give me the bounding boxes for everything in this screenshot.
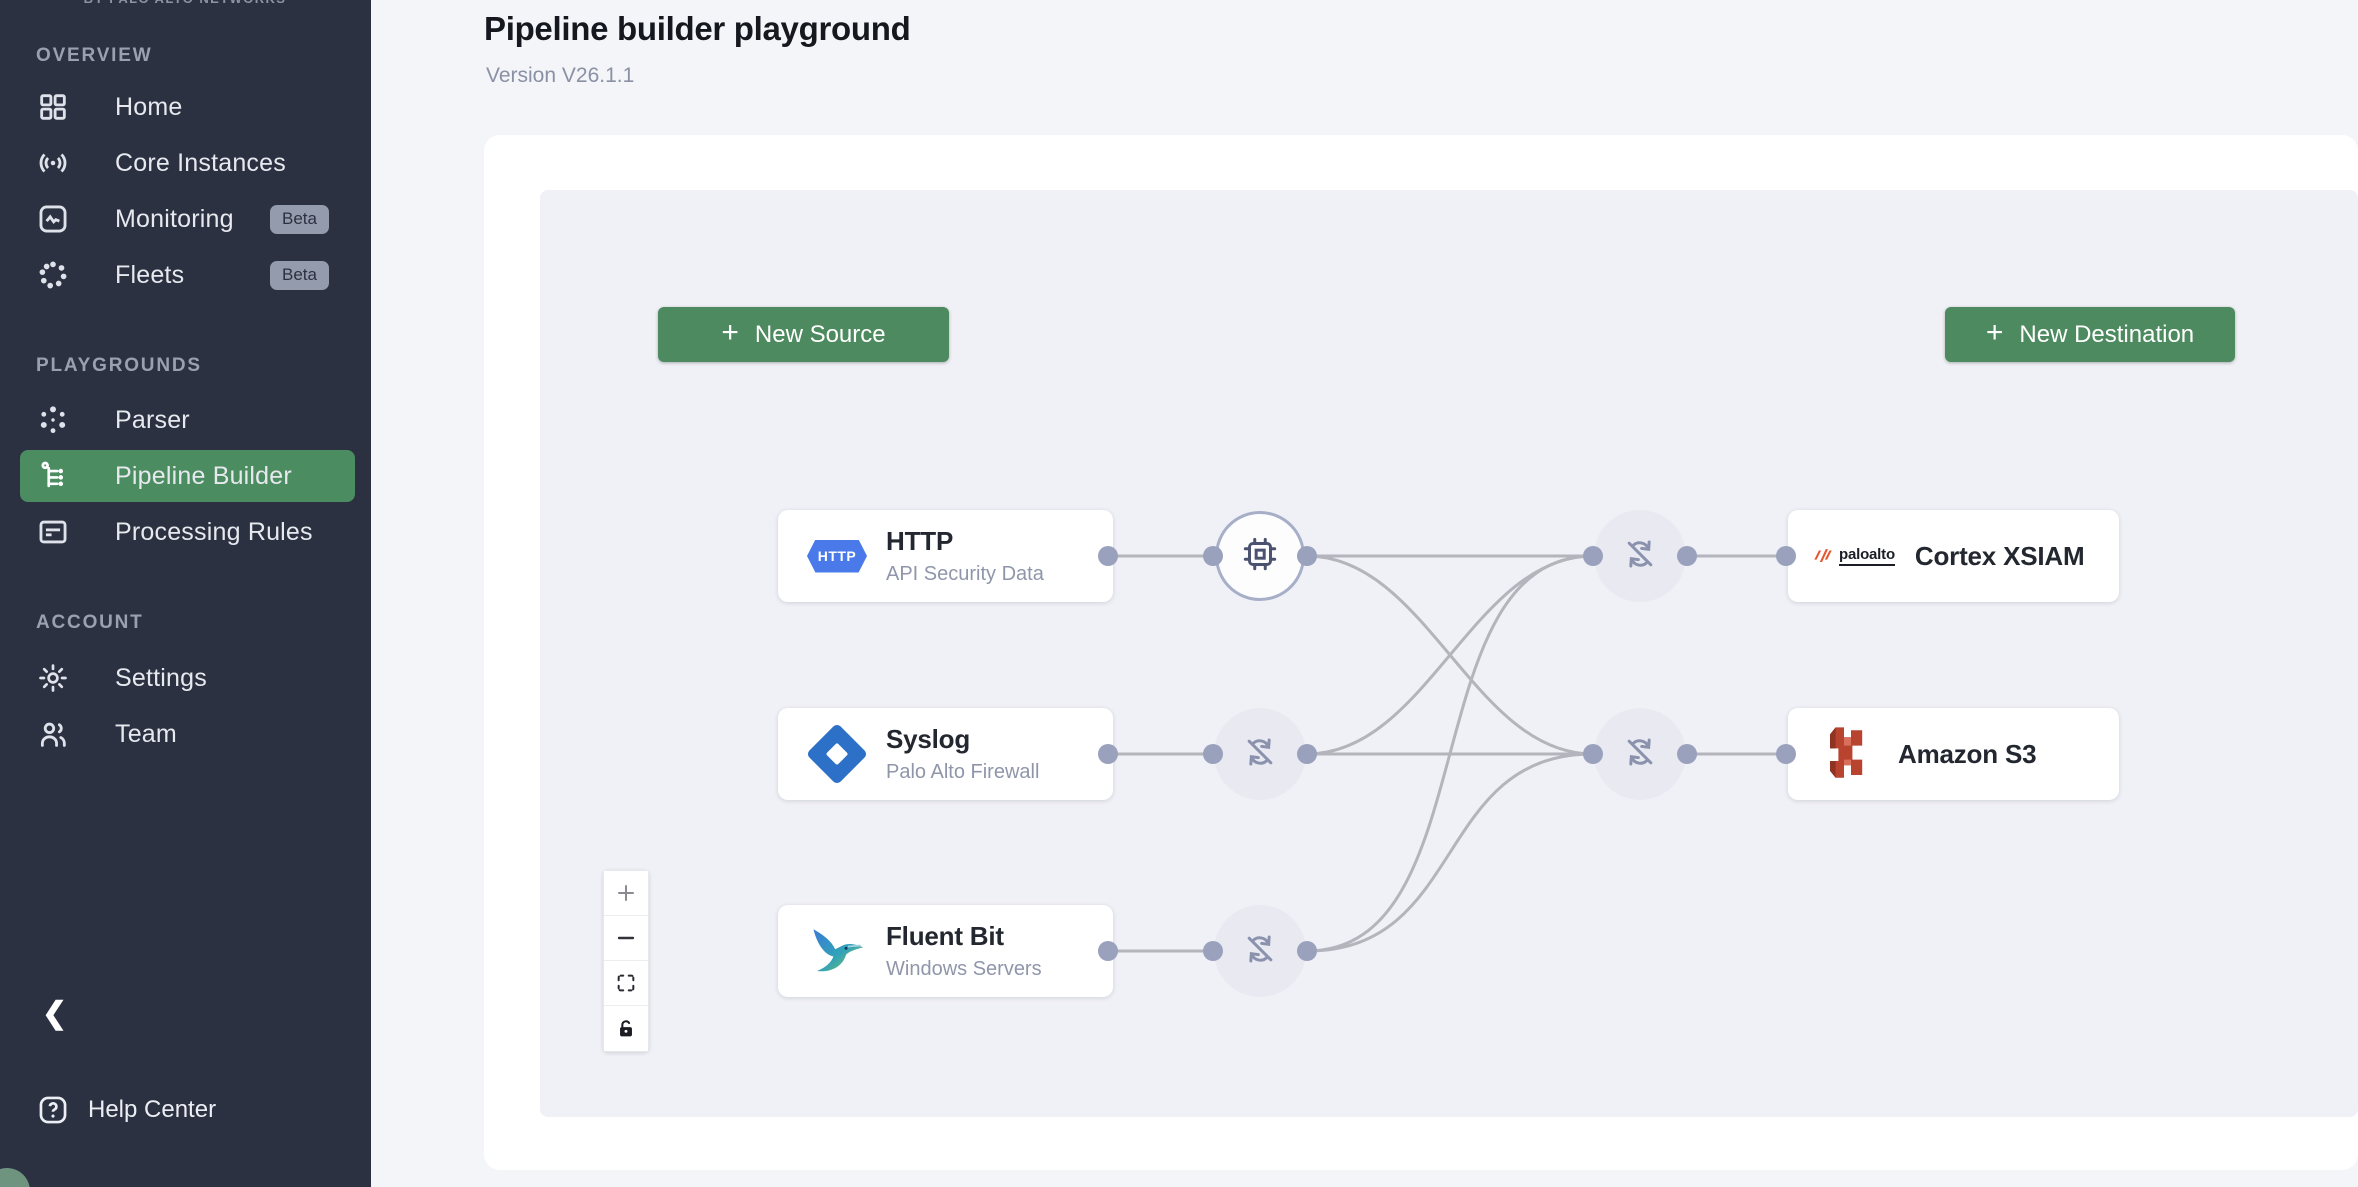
- sidebar-item-home[interactable]: Home: [20, 81, 355, 133]
- activity-icon: [36, 202, 70, 236]
- sidebar-item-settings[interactable]: Settings: [20, 652, 355, 704]
- new-source-label: New Source: [754, 320, 886, 348]
- grid-icon: [36, 90, 70, 124]
- team-icon: [36, 717, 70, 751]
- plus-icon: +: [721, 316, 739, 349]
- port-handle[interactable]: [1203, 546, 1223, 566]
- sidebar-item-fleets[interactable]: Fleets Beta: [20, 249, 355, 301]
- version-label: Version V26.1.1: [486, 64, 635, 87]
- sidebar-item-core-instances[interactable]: Core Instances: [20, 137, 355, 189]
- processor-node-http[interactable]: [1215, 511, 1305, 601]
- section-account: ACCOUNT: [36, 612, 144, 633]
- broadcast-icon: [36, 146, 70, 180]
- port-handle[interactable]: [1203, 941, 1223, 961]
- sidebar-item-label: Settings: [115, 663, 207, 692]
- gear-icon: [36, 661, 70, 695]
- port-handle[interactable]: [1297, 546, 1317, 566]
- port-handle[interactable]: [1098, 941, 1118, 961]
- fleet-dots-icon: [36, 258, 70, 292]
- page-title: Pipeline builder playground: [484, 10, 911, 47]
- rules-icon: [36, 515, 70, 549]
- new-destination-button[interactable]: + New Destination: [1945, 307, 2235, 362]
- sidebar-item-label: Fleets: [115, 260, 185, 289]
- sidebar-item-monitoring[interactable]: Monitoring Beta: [20, 193, 355, 245]
- fluentbit-bird-icon: [804, 927, 870, 975]
- node-title: Syslog: [886, 724, 971, 754]
- section-playgrounds: PLAYGROUNDS: [36, 355, 202, 376]
- zoom-in-icon: [618, 885, 634, 901]
- section-overview: OVERVIEW: [36, 45, 153, 66]
- fit-view-button[interactable]: [604, 961, 648, 1006]
- canvas-controls: [603, 870, 649, 1052]
- zoom-out-icon: [617, 936, 635, 940]
- processor-node-fluentbit[interactable]: [1214, 905, 1306, 997]
- processor-node-syslog[interactable]: [1214, 708, 1306, 800]
- http-badge-icon: HTTP: [804, 539, 870, 573]
- port-handle[interactable]: [1776, 744, 1796, 764]
- source-node-http[interactable]: HTTP HTTP API Security Data: [778, 510, 1113, 602]
- sidebar-item-parser[interactable]: Parser: [20, 394, 355, 446]
- logo-tagline: BY PALO ALTO NETWORKS: [60, 0, 310, 6]
- node-title: Fluent Bit: [886, 921, 1004, 951]
- sidebar-item-team[interactable]: Team: [20, 708, 355, 760]
- node-title: Cortex XSIAM: [1914, 540, 2085, 571]
- chevron-left-icon[interactable]: ❮: [42, 997, 68, 1030]
- node-title: HTTP: [886, 526, 954, 556]
- sidebar: BY PALO ALTO NETWORKS OVERVIEW Home Core…: [0, 0, 371, 1187]
- sidebar-item-label: Monitoring: [115, 204, 234, 233]
- port-handle[interactable]: [1677, 744, 1697, 764]
- pipeline-icon: [36, 459, 70, 493]
- port-handle[interactable]: [1776, 546, 1796, 566]
- cpu-chip-icon: [1239, 533, 1281, 580]
- new-source-button[interactable]: + New Source: [658, 307, 949, 362]
- amazon-s3-icon: [1816, 726, 1872, 782]
- zoom-out-button[interactable]: [604, 916, 648, 961]
- sidebar-item-processing-rules[interactable]: Processing Rules: [20, 506, 355, 558]
- sidebar-item-label: Processing Rules: [115, 517, 313, 546]
- help-center-link[interactable]: Help Center: [20, 1084, 320, 1136]
- sidebar-item-label: Team: [115, 719, 177, 748]
- parser-burst-icon: [36, 403, 70, 437]
- node-subtitle: API Security Data: [886, 563, 1044, 585]
- node-subtitle: Palo Alto Firewall: [886, 761, 1040, 783]
- sync-off-icon: [1240, 929, 1280, 974]
- fit-view-icon: [617, 974, 635, 992]
- sidebar-item-label: Home: [115, 92, 183, 121]
- port-handle[interactable]: [1098, 546, 1118, 566]
- port-handle[interactable]: [1297, 941, 1317, 961]
- new-destination-label: New Destination: [2019, 320, 2195, 348]
- sidebar-item-label: Pipeline Builder: [115, 461, 292, 490]
- port-handle[interactable]: [1583, 546, 1603, 566]
- lock-icon: [620, 1019, 632, 1036]
- paloalto-logo-icon: paloalto: [1812, 546, 1895, 566]
- beta-badge: Beta: [270, 260, 329, 290]
- source-node-fluentbit[interactable]: Fluent Bit Windows Servers: [778, 905, 1113, 997]
- port-handle[interactable]: [1583, 744, 1603, 764]
- port-handle[interactable]: [1677, 546, 1697, 566]
- node-title: Amazon S3: [1898, 738, 2037, 769]
- zoom-in-button[interactable]: [604, 871, 648, 916]
- sync-off-icon: [1620, 534, 1660, 579]
- destination-node-cortex-xsiam[interactable]: paloalto Cortex XSIAM: [1788, 510, 2119, 602]
- sidebar-item-label: Core Instances: [115, 148, 286, 177]
- sidebar-item-pipeline-builder[interactable]: Pipeline Builder: [20, 450, 355, 502]
- processor-node-dest-xsiam[interactable]: [1594, 510, 1686, 602]
- sync-off-icon: [1240, 732, 1280, 777]
- source-node-syslog[interactable]: Syslog Palo Alto Firewall: [778, 708, 1113, 800]
- port-handle[interactable]: [1297, 744, 1317, 764]
- processor-node-dest-s3[interactable]: [1594, 708, 1686, 800]
- port-handle[interactable]: [1203, 744, 1223, 764]
- question-icon: [36, 1093, 70, 1127]
- sync-off-icon: [1620, 732, 1660, 777]
- help-center-label: Help Center: [88, 1096, 217, 1123]
- beta-badge: Beta: [270, 204, 329, 234]
- port-handle[interactable]: [1098, 744, 1118, 764]
- lock-button[interactable]: [604, 1006, 648, 1051]
- destination-node-amazon-s3[interactable]: Amazon S3: [1788, 708, 2119, 800]
- sidebar-item-label: Parser: [115, 405, 190, 434]
- node-subtitle: Windows Servers: [886, 958, 1042, 980]
- plus-icon: +: [1985, 316, 2004, 349]
